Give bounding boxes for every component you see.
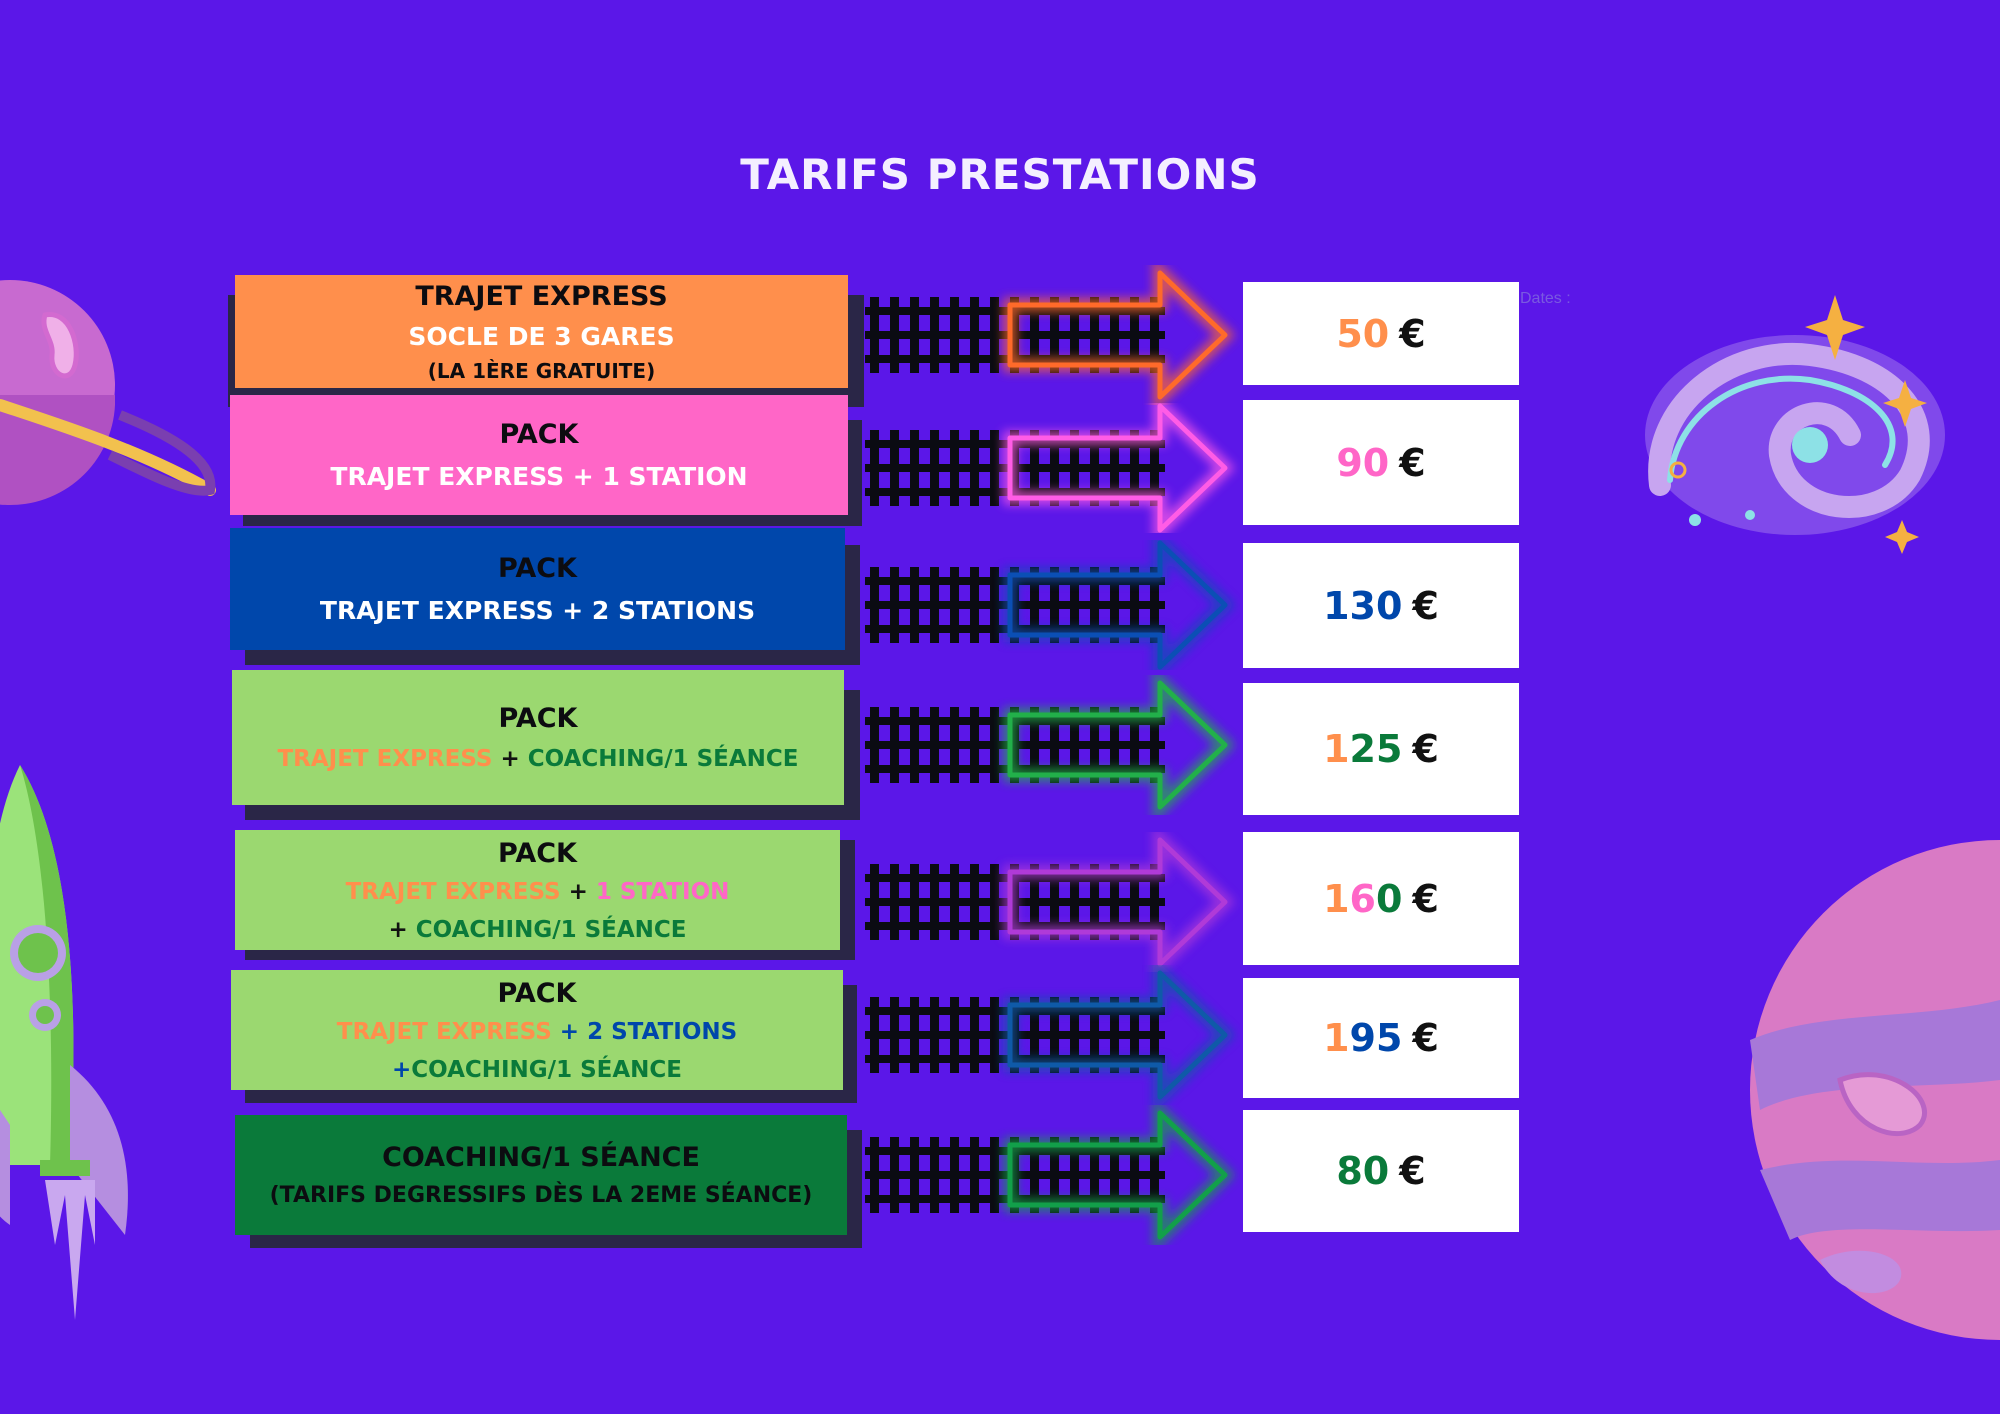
service-title: PACK — [499, 419, 579, 450]
plus-sign: + — [568, 878, 588, 905]
plus-sign: + — [388, 916, 408, 943]
service-box-pack-1-station-coaching: PACK TRAJET EXPRESS + 1 STATION + COACHI… — [235, 830, 840, 950]
price-currency: € — [1399, 440, 1426, 485]
service-subtitle-2: +COACHING/1 SÉANCE — [392, 1057, 682, 1083]
coaching-text: COACHING/1 SÉANCE — [527, 746, 799, 772]
price-value-part: 1 — [1323, 1016, 1350, 1060]
rail-arrow-icon — [865, 965, 1236, 1105]
price-box: 130€ — [1243, 543, 1519, 668]
price-box: 80€ — [1243, 1110, 1519, 1232]
trajet-express-text: TRAJET EXPRESS — [345, 878, 561, 905]
price-value: 80 — [1336, 1149, 1390, 1193]
service-title: PACK — [498, 703, 578, 734]
price-value-part: 95 — [1349, 1016, 1403, 1060]
rail-arrow-icon — [865, 1105, 1236, 1245]
price-currency: € — [1412, 727, 1439, 771]
pink-planet-icon — [1750, 840, 2000, 1340]
service-title: PACK — [497, 977, 577, 1009]
service-title: PACK — [498, 553, 577, 584]
price-box: 90€ — [1243, 400, 1519, 525]
price-currency: € — [1412, 583, 1439, 628]
stations-text: 2 STATIONS — [587, 1018, 738, 1045]
service-subtitle: SOCLE DE 3 GARES — [408, 321, 675, 351]
coaching-text: COACHING/1 SÉANCE — [411, 1056, 683, 1083]
service-subtitle: TRAJET EXPRESS + 2 STATIONS — [337, 1019, 737, 1045]
service-title: PACK — [498, 837, 577, 869]
station-text: 1 STATION — [595, 878, 730, 905]
trajet-express-text: TRAJET EXPRESS — [277, 746, 493, 772]
service-subtitle: TRAJET EXPRESS + COACHING/1 SÉANCE — [277, 746, 798, 772]
price-value: 50 — [1336, 311, 1390, 356]
service-subtitle: (TARIFS DEGRESSIFS DÈS LA 2EME SÉANCE) — [269, 1183, 813, 1208]
rail-arrow-icon — [865, 832, 1236, 972]
service-box-pack-2-stations: PACK TRAJET EXPRESS + 2 STATIONS — [230, 528, 845, 650]
service-box-pack-2-stations-coaching: PACK TRAJET EXPRESS + 2 STATIONS +COACHI… — [231, 970, 843, 1090]
plus-sign: + — [500, 746, 520, 772]
plus-sign: + — [391, 1056, 412, 1083]
price-currency: € — [1399, 311, 1426, 356]
price-box: 50€ — [1243, 282, 1519, 385]
price-value-part: 0 — [1376, 876, 1403, 921]
galaxy-swirl-icon — [1645, 295, 1945, 554]
rail-arrow-icon — [865, 403, 1236, 533]
price-currency: € — [1412, 1016, 1439, 1060]
price-value-part: 25 — [1349, 727, 1403, 771]
coaching-text: COACHING/1 SÉANCE — [415, 916, 687, 943]
price-currency: € — [1399, 1149, 1426, 1193]
service-subtitle: TRAJET EXPRESS + 1 STATION — [330, 462, 748, 491]
service-subtitle: TRAJET EXPRESS + 2 STATIONS — [319, 596, 756, 625]
trajet-express-text: TRAJET EXPRESS — [336, 1018, 552, 1045]
price-value: 130 — [1323, 583, 1403, 628]
service-box-trajet-express: TRAJET EXPRESS SOCLE DE 3 GARES (LA 1ÈRE… — [235, 275, 848, 388]
planet-with-ring-icon — [0, 280, 216, 506]
price-value-part: 1 — [1323, 727, 1350, 771]
service-title: COACHING/1 SÉANCE — [382, 1142, 700, 1173]
service-box-pack-coaching: PACK TRAJET EXPRESS + COACHING/1 SÉANCE — [232, 670, 844, 805]
service-title: TRAJET EXPRESS — [415, 280, 668, 312]
price-value-part: 1 — [1323, 876, 1350, 921]
price-value-part: 6 — [1349, 876, 1376, 921]
dates-label: Dates : — [1520, 290, 1571, 307]
rail-arrow-icon — [865, 265, 1236, 405]
service-box-pack-1-station: PACK TRAJET EXPRESS + 1 STATION — [230, 395, 848, 515]
plus-sign: + — [559, 1018, 580, 1045]
price-currency: € — [1412, 876, 1439, 921]
page-title: TARIFS PRESTATIONS — [740, 150, 1260, 199]
service-subtitle-2: + COACHING/1 SÉANCE — [388, 917, 686, 943]
service-subtitle: TRAJET EXPRESS + 1 STATION — [346, 879, 730, 905]
rail-arrow-icon — [865, 675, 1236, 815]
rocket-icon — [0, 765, 128, 1320]
rail-arrow-icon — [865, 540, 1236, 670]
price-value: 90 — [1336, 440, 1390, 485]
service-note: (LA 1ÈRE GRATUITE) — [427, 358, 656, 383]
service-box-coaching: COACHING/1 SÉANCE (TARIFS DEGRESSIFS DÈS… — [235, 1115, 847, 1235]
